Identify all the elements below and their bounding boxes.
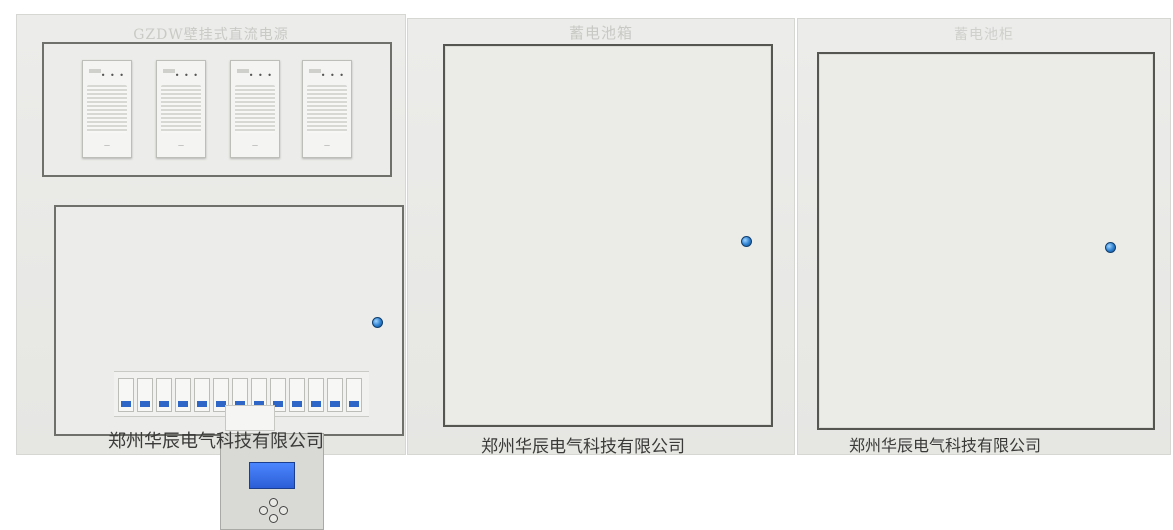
manufacturer-footer: 郑州华辰电气科技有限公司 <box>108 431 324 452</box>
logo <box>237 69 249 73</box>
cabinet-title: 蓄电池柜 <box>954 27 1014 43</box>
cabinet-title: GZDW壁挂式直流电源 <box>133 27 289 43</box>
cabinet-title: 蓄电池箱 <box>568 24 633 42</box>
vent <box>161 85 201 133</box>
dc-power-cabinet: GZDW壁挂式直流电源 • • • — • • • — • • • — <box>16 14 406 530</box>
rectifier-panel: • • • — • • • — • • • — • • • — <box>42 42 392 177</box>
rectifier-module: • • • — <box>82 60 132 158</box>
logo <box>309 69 321 73</box>
vent <box>235 85 275 133</box>
brand-mark: — <box>178 142 184 149</box>
rectifier-module: • • • — <box>156 60 206 158</box>
wiring-diagram-label <box>225 405 275 431</box>
status-leds: • • • <box>174 71 199 80</box>
manufacturer-footer: 郑州华辰电气科技有限公司 <box>481 437 685 457</box>
logo <box>89 69 101 73</box>
door-lock-icon <box>1105 242 1116 253</box>
battery-cabinet-door <box>817 52 1155 430</box>
battery-box-cabinet: 蓄电池箱 郑州华辰电气科技有限公司 <box>407 18 795 457</box>
lcd-screen <box>249 462 295 489</box>
rectifier-module: • • • — <box>302 60 352 158</box>
brand-mark: — <box>252 142 258 149</box>
vent <box>87 85 127 133</box>
battery-cabinet: 蓄电池柜 郑州华辰电气科技有限公司 <box>797 18 1171 455</box>
vent <box>307 85 347 133</box>
manufacturer-footer: 郑州华辰电气科技有限公司 <box>849 436 1042 455</box>
rectifier-module: • • • — <box>230 60 280 158</box>
brand-mark: — <box>324 142 330 149</box>
logo <box>163 69 175 73</box>
door-lock-icon <box>372 317 383 328</box>
status-leds: • • • <box>320 71 345 80</box>
door-lock-icon <box>741 236 752 247</box>
brand-mark: — <box>104 142 110 149</box>
control-buttons <box>259 498 289 523</box>
battery-box-door <box>443 44 773 427</box>
status-leds: • • • <box>248 71 273 80</box>
status-leds: • • • <box>100 71 125 80</box>
product-photo: GZDW壁挂式直流电源 • • • — • • • — • • • — <box>16 14 1171 530</box>
